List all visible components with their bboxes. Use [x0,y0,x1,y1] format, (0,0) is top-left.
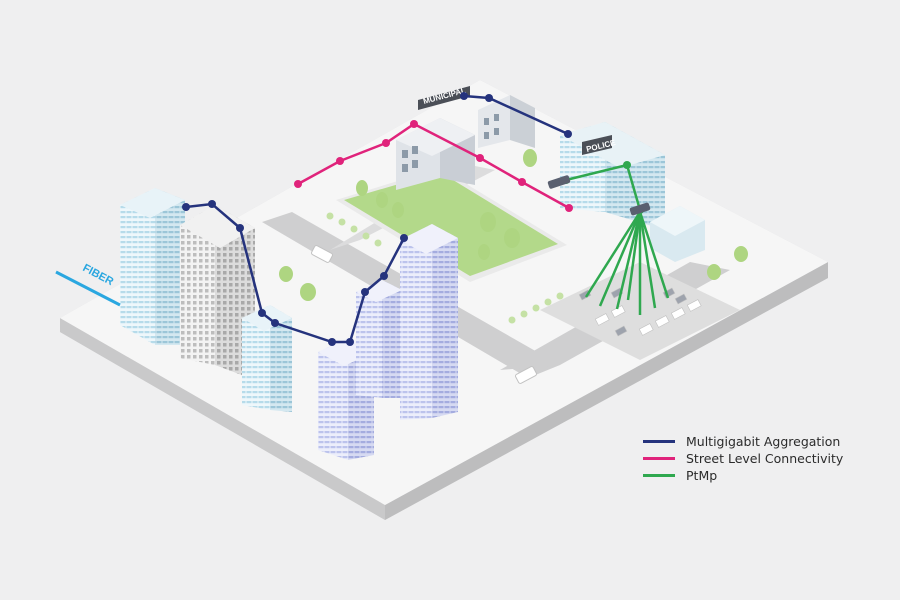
ptmp-link [638,211,670,299]
legend-label: Street Level Connectivity [686,451,844,466]
trees [279,149,748,324]
legend-item: Multigigabit Aggregation [643,433,843,450]
link-node [623,161,631,169]
legend-label: Multigigabit Aggregation [686,434,841,449]
office-tower-left [120,188,185,345]
link-node [258,309,266,317]
link-node [182,203,190,211]
link-node [336,157,344,165]
link-node [346,338,354,346]
cars [311,245,537,384]
link-node [476,154,484,162]
municipal-building: MUNICIPAL [396,86,535,190]
ptmp-link [584,211,642,298]
ptmp-link [598,211,642,307]
link-node [460,92,468,100]
aggregation-link [185,202,406,344]
ptmp-link [626,211,642,301]
legend-swatch [643,474,675,477]
link-node [485,94,493,102]
legend-label: PtMp [686,468,718,483]
legend-swatch [643,457,675,460]
link-node [410,120,418,128]
link-node [400,234,408,242]
link-node [208,200,216,208]
link-node [294,180,302,188]
fiber-connection: FIBER [55,262,121,307]
link-node [518,178,526,186]
link-node [380,272,388,280]
office-tower-lavender-tall [400,224,458,420]
park [336,168,567,282]
legend-item: Street Level Connectivity [643,450,843,467]
radio-units [547,175,651,216]
link-node [565,204,573,212]
ptmp-link [638,211,657,309]
police-building: POLICE [560,122,705,262]
legend-item: PtMp [643,467,843,484]
legend-swatch [643,440,675,443]
network-links [182,92,670,346]
link-node [382,139,390,147]
link-node [271,319,279,327]
office-tower-small [242,305,292,412]
link-node [236,224,244,232]
link-node [564,130,572,138]
fiber-label: FIBER [81,262,116,288]
ptmp-link [615,211,642,310]
link-node [361,288,369,296]
link-node [328,338,336,346]
office-tower-lavender-mid [356,280,402,398]
